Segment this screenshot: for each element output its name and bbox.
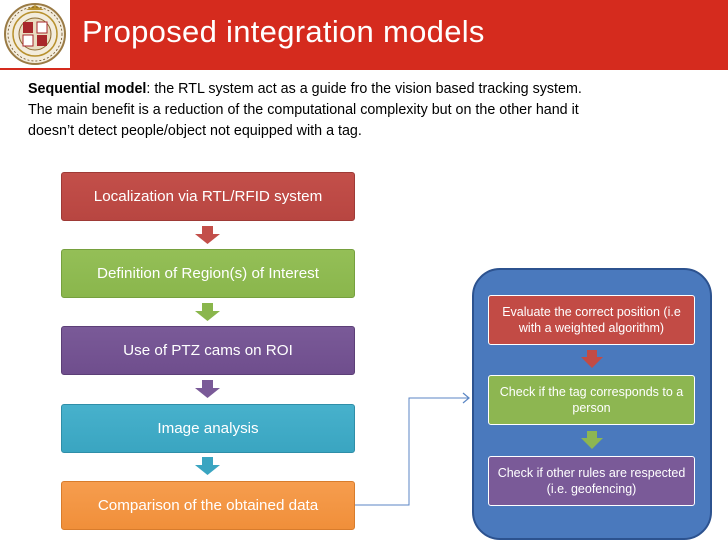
connector-arrowhead bbox=[462, 392, 470, 404]
university-seal-logo bbox=[0, 0, 70, 68]
description-line-3: doesn’t detect people/object not equippe… bbox=[28, 123, 362, 139]
side-arrow-1 bbox=[581, 350, 603, 368]
sequential-model-label: Sequential model bbox=[28, 81, 147, 97]
flow-step-roi-definition: Definition of Region(s) of Interest bbox=[61, 249, 355, 298]
description-line-1: Sequential model: the RTL system act as … bbox=[28, 79, 718, 100]
flow-arrow-3 bbox=[195, 380, 220, 398]
flow-arrow-1 bbox=[195, 226, 220, 244]
side-arrow-2 bbox=[581, 431, 603, 449]
description-line-2: The main benefit is a reduction of the c… bbox=[28, 102, 579, 118]
flow-step-comparison: Comparison of the obtained data bbox=[61, 481, 355, 530]
flow-step-image-analysis: Image analysis bbox=[61, 404, 355, 453]
flow-step-localization: Localization via RTL/RFID system bbox=[61, 172, 355, 221]
flow-arrow-4 bbox=[195, 457, 220, 475]
connector-line bbox=[355, 397, 468, 506]
page-title: Proposed integration models bbox=[82, 14, 485, 49]
side-step-evaluate-position: Evaluate the correct position (i.e with … bbox=[488, 295, 695, 345]
side-step-check-tag: Check if the tag corresponds to a person bbox=[488, 375, 695, 425]
side-step-check-rules: Check if other rules are respected (i.e.… bbox=[488, 456, 695, 506]
description-lead-rest: : the RTL system act as a guide fro the … bbox=[146, 81, 582, 97]
title-bar: Proposed integration models bbox=[0, 0, 728, 70]
flow-step-ptz-cams: Use of PTZ cams on ROI bbox=[61, 326, 355, 375]
description-text: Sequential model: the RTL system act as … bbox=[28, 79, 718, 142]
flow-arrow-2 bbox=[195, 303, 220, 321]
